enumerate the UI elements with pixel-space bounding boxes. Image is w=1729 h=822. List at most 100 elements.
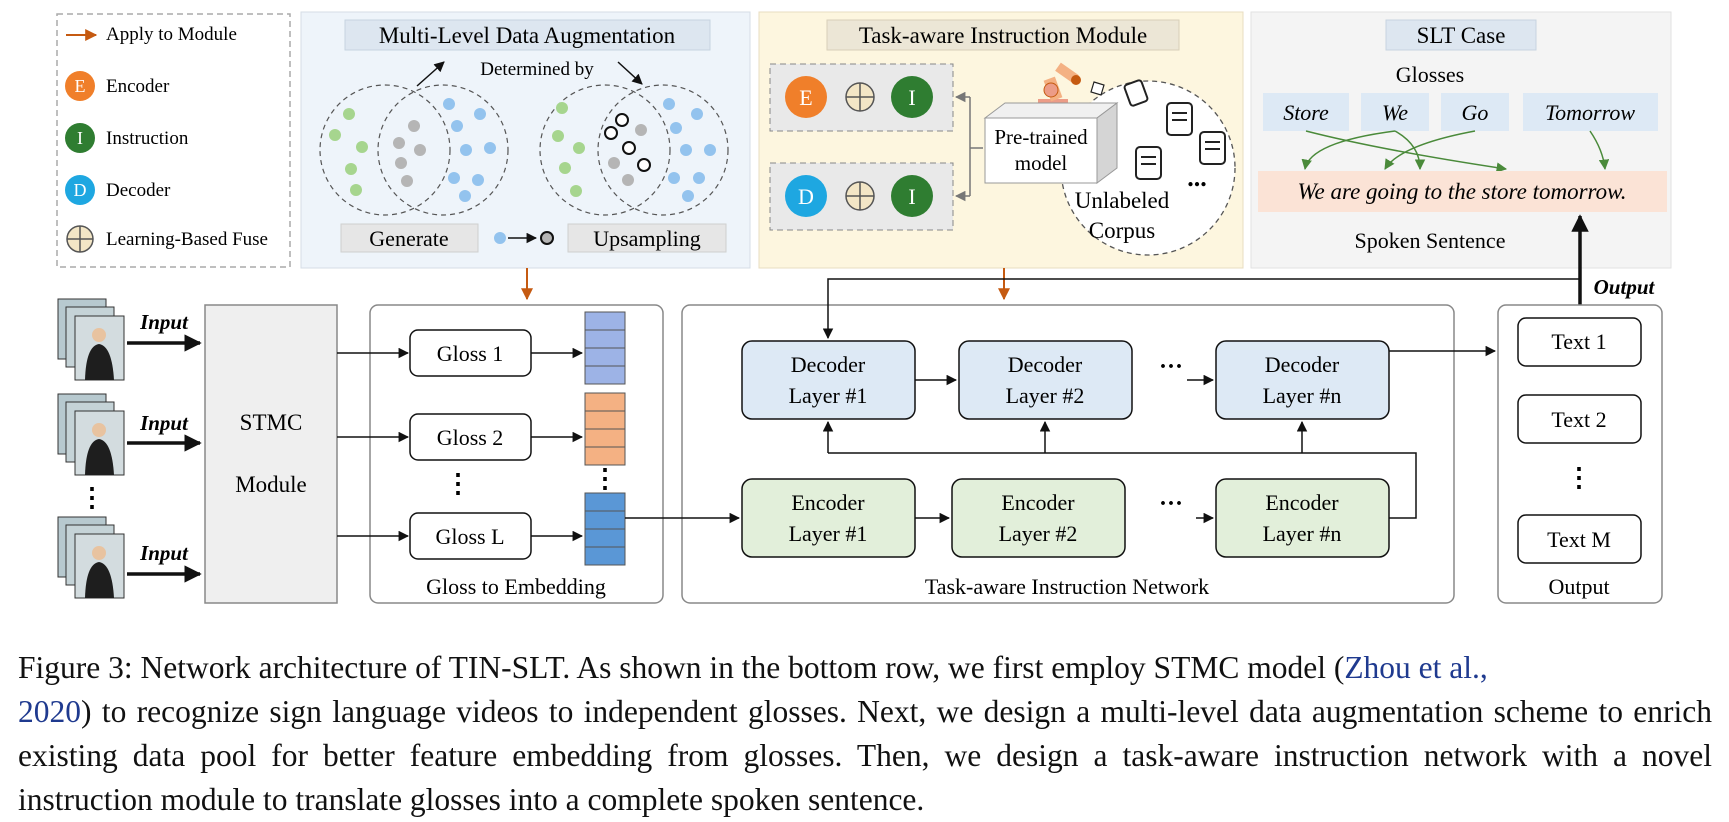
pretrained-model-box bbox=[983, 102, 1119, 184]
legend-instruction-label: Instruction bbox=[106, 128, 189, 149]
input-label-2: Input bbox=[139, 411, 189, 435]
decoder-1-line-1: Decoder bbox=[791, 352, 866, 377]
generate-label: Generate bbox=[369, 226, 448, 251]
legend-encoder-label: Encoder bbox=[106, 76, 170, 97]
text-box-label-3: Text M bbox=[1547, 527, 1611, 552]
decoder-hdots: ··· bbox=[1159, 354, 1183, 380]
video-stack-1 bbox=[57, 298, 125, 381]
pretrained-label-2: model bbox=[1015, 151, 1068, 175]
augmentation-panel: Multi-Level Data Augmentation Determined… bbox=[300, 11, 751, 269]
document-icons bbox=[1090, 79, 1226, 180]
determined-arrow-left bbox=[416, 61, 445, 87]
text-box-2 bbox=[1517, 394, 1642, 444]
encoder-output-lines bbox=[822, 420, 1417, 519]
decoder-layer-n bbox=[1215, 340, 1390, 420]
citation-link[interactable]: Zhou et al., bbox=[1344, 650, 1488, 685]
encoder-hdots: ··· bbox=[1159, 491, 1183, 517]
encoder-1-line-2: Layer #1 bbox=[789, 521, 868, 546]
encoder-icon bbox=[785, 76, 827, 118]
decoder-n-line-2: Layer #n bbox=[1263, 383, 1342, 408]
row1-encoder-letter: E bbox=[799, 85, 812, 110]
instruction-module-panel: Task-aware Instruction Module E I D I bbox=[758, 11, 1244, 269]
stmc-label-1: STMC bbox=[240, 410, 303, 435]
decoder-icon bbox=[785, 175, 827, 217]
venn-generate bbox=[319, 84, 509, 216]
gloss-we: We bbox=[1382, 100, 1408, 125]
stmc-label-2: Module bbox=[235, 472, 307, 497]
gloss-store: Store bbox=[1283, 100, 1329, 125]
text-box-3 bbox=[1517, 514, 1642, 564]
gloss-box-label-2: Gloss 2 bbox=[437, 425, 504, 450]
video-vdots: ⋮ bbox=[79, 483, 105, 512]
decoder-icon bbox=[65, 175, 95, 205]
gloss-embedding-label: Gloss to Embedding bbox=[426, 574, 606, 599]
embedding-stack-1 bbox=[584, 311, 626, 385]
text-box-label-1: Text 1 bbox=[1551, 329, 1606, 354]
legend-decoder-label: Decoder bbox=[106, 180, 171, 201]
embedding-stack-2 bbox=[584, 392, 626, 466]
encoder-2-line-1: Encoder bbox=[1001, 490, 1075, 515]
decoder-1-line-2: Layer #1 bbox=[789, 383, 868, 408]
gloss-mapping-arrows bbox=[1301, 130, 1610, 173]
instruction-network-label: Task-aware Instruction Network bbox=[925, 574, 1209, 599]
gloss-box-label-1: Gloss 1 bbox=[437, 341, 504, 366]
encoder-n-line-1: Encoder bbox=[1265, 490, 1339, 515]
legend-apply-label: Apply to Module bbox=[106, 24, 237, 45]
corpus-label-2: Corpus bbox=[1089, 218, 1156, 243]
legend-fuse-label: Learning-Based Fuse bbox=[106, 229, 268, 250]
encoder-icon-letter: E bbox=[75, 76, 86, 96]
decoder-layer-2 bbox=[958, 340, 1133, 420]
instruction-icon-letter: I bbox=[77, 128, 83, 148]
caption-part-1: Figure 3: Network architecture of TIN-SL… bbox=[18, 650, 1345, 685]
corpus-label-1: Unlabeled bbox=[1075, 188, 1170, 213]
architecture-diagram: Apply to Module E Encoder I Instruction … bbox=[56, 11, 1672, 604]
stmc-module bbox=[204, 304, 338, 604]
instruction-module-title: Task-aware Instruction Module bbox=[859, 23, 1147, 48]
decoder-n-line-1: Decoder bbox=[1265, 352, 1340, 377]
pretrained-label-1: Pre-trained bbox=[994, 125, 1088, 149]
embedding-stack-3 bbox=[584, 492, 626, 566]
glosses-label: Glosses bbox=[1396, 62, 1464, 87]
video-stack-3 bbox=[57, 516, 125, 599]
embedding-vdots: ⋮ bbox=[592, 464, 618, 493]
caption-part-2: ) to recognize sign language videos to i… bbox=[18, 694, 1712, 817]
output-feedback-loop bbox=[822, 278, 1580, 340]
encoder-n-line-2: Layer #n bbox=[1263, 521, 1342, 546]
spoken-sentence-label: Spoken Sentence bbox=[1355, 228, 1506, 253]
slt-case-panel: SLT Case Glosses Store We Go Tomorrow We… bbox=[1250, 11, 1672, 269]
determined-by-label: Determined by bbox=[480, 59, 594, 80]
output-label: Output bbox=[1548, 574, 1609, 599]
augmentation-title: Multi-Level Data Augmentation bbox=[379, 23, 676, 48]
determined-arrow-right bbox=[617, 61, 643, 85]
instruction-icon bbox=[891, 76, 933, 118]
input-label-3: Input bbox=[139, 541, 189, 565]
instruction-icon bbox=[65, 123, 95, 153]
text-box-1 bbox=[1517, 317, 1642, 367]
input-label-1: Input bbox=[139, 310, 189, 334]
upsampling-label: Upsampling bbox=[593, 226, 701, 251]
encoder-2-line-2: Layer #2 bbox=[999, 521, 1078, 546]
upsample-arrow-icon bbox=[494, 231, 554, 245]
encoder-1-line-1: Encoder bbox=[791, 490, 865, 515]
fuse-icon bbox=[845, 181, 875, 211]
row2-decoder-letter: D bbox=[798, 184, 814, 209]
gloss-box-label-3: Gloss L bbox=[435, 524, 504, 549]
spoken-sentence: We are going to the store tomorrow. bbox=[1297, 179, 1626, 204]
gloss-go: Go bbox=[1462, 100, 1489, 125]
legend-panel: Apply to Module E Encoder I Instruction … bbox=[56, 13, 291, 268]
row1-instruction-letter: I bbox=[908, 85, 915, 110]
fuse-icon bbox=[845, 82, 875, 112]
output-arrow-label: Output bbox=[1594, 275, 1656, 299]
gloss-vdots: ⋮ bbox=[445, 469, 471, 498]
citation-year-link[interactable]: 2020 bbox=[18, 694, 81, 729]
decoder-2-line-2: Layer #2 bbox=[1006, 383, 1085, 408]
figure-caption: Figure 3: Network architecture of TIN-SL… bbox=[18, 646, 1712, 822]
gloss-tomorrow: Tomorrow bbox=[1545, 100, 1635, 125]
row2-instruction-letter: I bbox=[908, 184, 915, 209]
output-vdots: ⋮ bbox=[1566, 463, 1592, 492]
venn-upsampling bbox=[539, 84, 729, 216]
slt-case-title: SLT Case bbox=[1417, 23, 1506, 48]
text-box-label-2: Text 2 bbox=[1551, 407, 1606, 432]
encoder-icon bbox=[65, 71, 95, 101]
decoder-icon-letter: D bbox=[74, 180, 87, 200]
